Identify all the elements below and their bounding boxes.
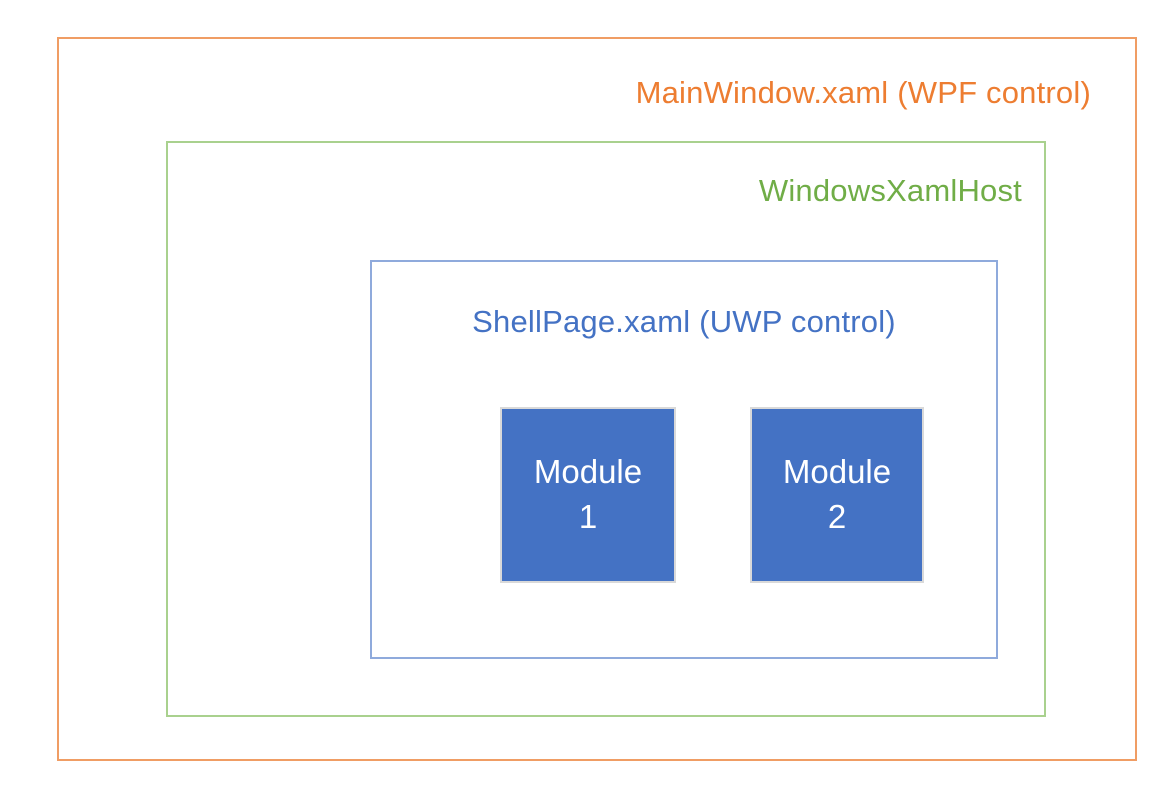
- windows-xaml-host-label: WindowsXamlHost: [758, 173, 1022, 208]
- module-2-label-line1: Module: [782, 453, 892, 491]
- module-1-label-line2: 1: [578, 498, 598, 535]
- module-1-label-line1: Module: [533, 453, 643, 491]
- shellpage-uwp-label: ShellPage.xaml (UWP control): [472, 304, 896, 339]
- mainwindow-wpf-label: MainWindow.xaml (WPF control): [635, 75, 1091, 110]
- mainwindow-wpf-box: MainWindow.xaml (WPF control) WindowsXam…: [57, 37, 1137, 761]
- windows-xaml-host-box: WindowsXamlHost ShellPage.xaml (UWP cont…: [166, 141, 1046, 717]
- module-2-label-line2: 2: [827, 498, 847, 535]
- module-1-box: Module 1: [500, 407, 676, 583]
- shellpage-uwp-box: ShellPage.xaml (UWP control) Module 1 Mo…: [370, 260, 998, 659]
- module-2-box: Module 2: [750, 407, 924, 583]
